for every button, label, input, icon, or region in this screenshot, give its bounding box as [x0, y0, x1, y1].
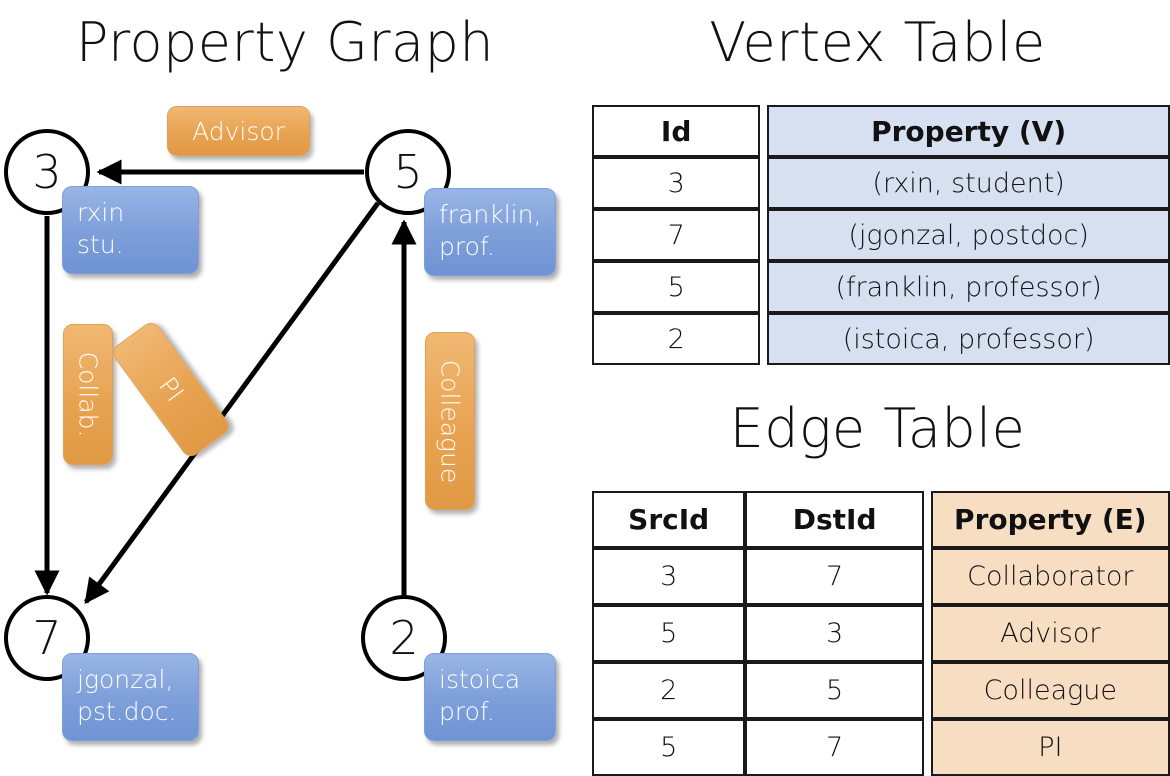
- edge-cell-srcid: 5: [592, 605, 746, 662]
- edge-label-colleague-text: Colleague: [435, 359, 465, 483]
- edge-table: SrcId DstId Property (E) 3 7 Collaborato…: [592, 491, 1170, 776]
- edge-cell-dstid: 5: [745, 662, 924, 719]
- vertex-table: Id Property (V) 3 (rxin, student) 7 (jgo…: [592, 105, 1170, 365]
- edge-cell-dstid: 3: [745, 605, 924, 662]
- vertex-cell-id: 3: [592, 157, 761, 209]
- vertex-cell-property: (jgonzal, postdoc): [767, 209, 1170, 261]
- vertex-node-5[interactable]: 5: [365, 129, 451, 215]
- edge-cell-property: PI: [930, 719, 1170, 776]
- vertex-cell-property: (franklin, professor): [767, 261, 1170, 313]
- vertex-table-column-gap: [760, 313, 768, 365]
- edge-label-colleague: Colleague: [425, 332, 475, 510]
- edge-table-column-gap: [923, 662, 931, 719]
- edge-table-column-gap: [923, 491, 931, 548]
- property-graph-diagram: 3 5 7 2 rxin stu. franklin, prof. jgonza…: [0, 0, 585, 760]
- edge-label-collab-text: Collab.: [73, 351, 103, 438]
- vertex-property-box-jgonzal: jgonzal, pst.doc.: [62, 653, 199, 741]
- table-row[interactable]: 5 7 PI: [592, 719, 1170, 776]
- vertex-table-column-gap: [760, 209, 768, 261]
- vertex-node-7-label: 7: [32, 611, 62, 665]
- vertex-node-5-label: 5: [393, 145, 423, 199]
- vertex-cell-property: (istoica, professor): [767, 313, 1170, 365]
- vertex-table-header-property: Property (V): [767, 105, 1170, 157]
- edge-cell-dstid: 7: [745, 548, 924, 605]
- edge-table-column-gap: [923, 548, 931, 605]
- edge-table-header-property: Property (E): [930, 491, 1170, 548]
- table-row[interactable]: 3 (rxin, student): [592, 157, 1170, 209]
- edge-table-column-gap: [923, 605, 931, 662]
- edge-cell-property: Advisor: [930, 605, 1170, 662]
- page-title-edge-table: Edge Table: [729, 397, 1026, 460]
- vertex-table-column-gap: [760, 105, 768, 157]
- table-row[interactable]: 7 (jgonzal, postdoc): [592, 209, 1170, 261]
- vertex-cell-id: 2: [592, 313, 761, 365]
- vertex-property-box-istoica: istoica prof.: [424, 653, 556, 741]
- edge-table-header-srcid: SrcId: [592, 491, 746, 548]
- graph-edges-svg: [34, 159, 417, 605]
- table-row[interactable]: 3 7 Collaborator: [592, 548, 1170, 605]
- vertex-table-header-id: Id: [592, 105, 761, 157]
- edge-cell-srcid: 2: [592, 662, 746, 719]
- edge-table-column-gap: [923, 719, 931, 776]
- vertex-table-column-gap: [760, 261, 768, 313]
- vertex-table-header-row: Id Property (V): [592, 105, 1170, 157]
- page-title-property-graph: Property Graph: [75, 11, 495, 74]
- edge-cell-property: Colleague: [930, 662, 1170, 719]
- vertex-cell-id: 7: [592, 209, 761, 261]
- edge-table-header-row: SrcId DstId Property (E): [592, 491, 1170, 548]
- vertex-property-box-rxin: rxin stu.: [62, 186, 199, 274]
- edge-cell-srcid: 3: [592, 548, 746, 605]
- table-row[interactable]: 2 5 Colleague: [592, 662, 1170, 719]
- page-title-vertex-table: Vertex Table: [709, 11, 1046, 74]
- table-row[interactable]: 2 (istoica, professor): [592, 313, 1170, 365]
- vertex-node-2[interactable]: 2: [361, 595, 447, 681]
- vertex-node-3-label: 3: [32, 145, 62, 199]
- vertex-cell-property: (rxin, student): [767, 157, 1170, 209]
- vertex-property-box-franklin: franklin, prof.: [424, 188, 556, 276]
- edge-label-advisor-text: Advisor: [192, 116, 285, 146]
- edge-cell-dstid: 7: [745, 719, 924, 776]
- edge-table-header-dstid: DstId: [745, 491, 924, 548]
- edge-5-to-7-pi: [83, 201, 381, 605]
- edge-label-pi-text: PI: [152, 371, 190, 408]
- edge-cell-property: Collaborator: [930, 548, 1170, 605]
- vertex-table-column-gap: [760, 157, 768, 209]
- table-row[interactable]: 5 (franklin, professor): [592, 261, 1170, 313]
- vertex-cell-id: 5: [592, 261, 761, 313]
- table-row[interactable]: 5 3 Advisor: [592, 605, 1170, 662]
- edge-label-collab: Collab.: [63, 324, 113, 465]
- edge-label-advisor: Advisor: [167, 106, 310, 156]
- edge-cell-srcid: 5: [592, 719, 746, 776]
- vertex-node-2-label: 2: [389, 611, 419, 665]
